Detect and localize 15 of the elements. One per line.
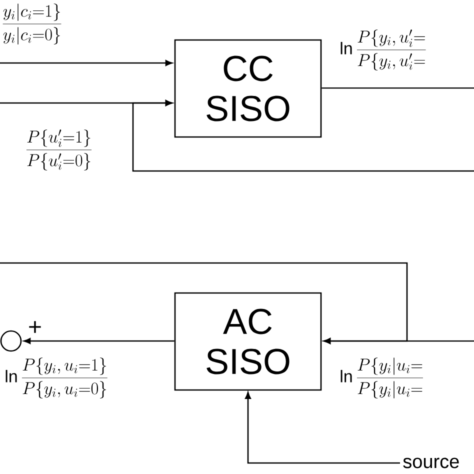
edge-label: $\ln\frac{P\{y_i,u'_i{=}}{P\{y_i,u'_i{=}}$: [340, 30, 426, 70]
edge-label: $\frac{P\{u'_i{=}1\}}{P\{u'_i{=}0\}}$: [26, 130, 92, 170]
sign-label: +: [29, 321, 41, 333]
edge-label: $\ln\frac{P\{y_i,u_i{=}1\}}{P\{y_i,u_i{=}0\}}$: [6, 358, 108, 398]
arrow: [132, 100, 474, 172]
arrow: [245, 392, 400, 464]
edge-label: $\ln\frac{P\{y_i|u_i{=}}{P\{y_i|u_i{=}}$: [340, 358, 423, 398]
edge-label: $\frac{y_i|c_i{=}1\}}{y_i|c_i{=}0\}}$: [2, 4, 62, 44]
arrow: [0, 60, 172, 66]
source-label: source: [403, 458, 459, 468]
arrow: [24, 338, 174, 344]
process-box: AC SISO: [174, 292, 322, 391]
arrow: [324, 338, 474, 344]
process-box: CC SISO: [174, 39, 322, 138]
adder-circle: [0, 330, 22, 352]
